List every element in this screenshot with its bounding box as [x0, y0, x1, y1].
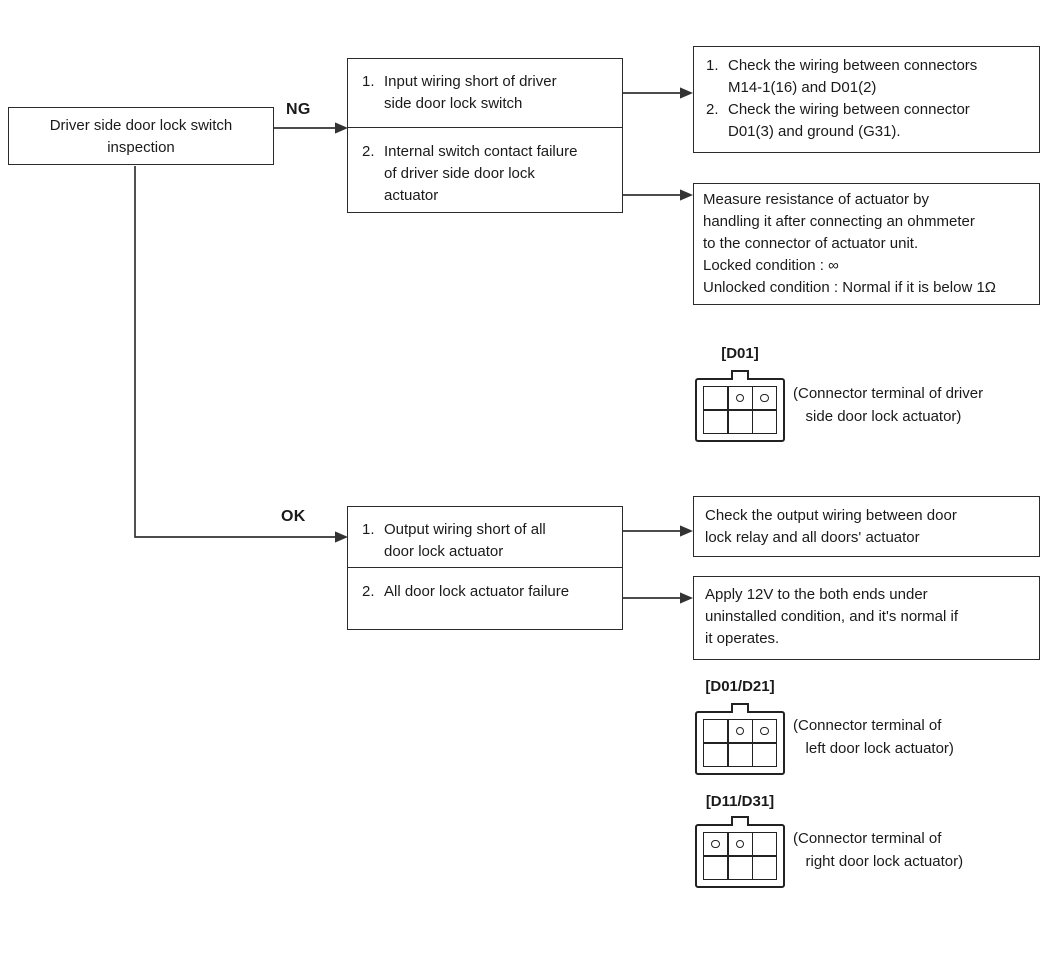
ok-causes-box: 1. Output wiring short of all door lock … — [347, 506, 623, 630]
item-text: Check the wiring between connector D01(3… — [728, 101, 970, 140]
connector-terminal-icon — [695, 370, 785, 442]
item-number: 2. — [362, 583, 375, 600]
list-item: 2. Check the wiring between connector D0… — [706, 99, 1037, 143]
check-wiring-box: 1. Check the wiring between connectors M… — [693, 46, 1040, 153]
connector-caption: (Connector terminal of right door lock a… — [793, 830, 964, 870]
connector-diagram-d11-d31: [D11/D31] (Connector terminal of right d… — [695, 794, 1045, 888]
pin-cell — [704, 833, 727, 856]
connector-label: [D01] — [721, 345, 759, 362]
connector-label: [D01/D21] — [705, 678, 775, 695]
pin-cell — [753, 387, 776, 410]
pin-cell — [728, 410, 752, 433]
list-item: 1. Input wiring short of driver side doo… — [362, 71, 618, 115]
connector-tab — [731, 370, 749, 380]
item-text: All door lock actuator failure — [384, 583, 570, 600]
pin-cell — [753, 410, 776, 433]
connector-terminal-icon — [695, 816, 785, 888]
pin-cell — [753, 833, 776, 856]
pin-cell — [704, 387, 727, 410]
connector-diagram-d01: [D01] (Connector terminal of driver side… — [695, 346, 1045, 442]
item-text: Output wiring short of all door lock act… — [384, 521, 546, 560]
ok-cause2-to-apply-arrow — [623, 592, 693, 604]
start-box-inspection: Driver side door lock switch inspection — [8, 107, 274, 165]
pin-circle — [711, 839, 720, 849]
connector-diagram-d01-d21: [D01/D21] (Connector terminal of left do… — [695, 679, 1045, 775]
item-number: 2. — [362, 143, 375, 160]
item-number: 2. — [706, 101, 719, 118]
pin-cell — [704, 720, 727, 743]
ok-branch-label: OK — [281, 508, 306, 525]
connector-pin-grid — [703, 832, 777, 880]
list-item: 1. Output wiring short of all door lock … — [362, 519, 618, 563]
list-item: 1. Check the wiring between connectors M… — [706, 55, 1037, 99]
item-text: Input wiring short of driver side door l… — [384, 73, 557, 112]
connector-tab — [731, 703, 749, 713]
connector-pin-grid — [703, 386, 777, 434]
connector-caption: (Connector terminal of left door lock ac… — [793, 717, 954, 757]
connector-tab — [731, 816, 749, 826]
pin-cell — [728, 856, 752, 879]
pin-cell — [728, 720, 752, 743]
pin-cell — [704, 856, 727, 879]
ng-cause-2: 2. Internal switch contact failure of dr… — [348, 128, 622, 207]
item-number: 1. — [362, 73, 375, 90]
list-item: 2. Internal switch contact failure of dr… — [362, 141, 618, 207]
ng-cause2-to-measure-arrow — [623, 189, 693, 201]
pin-cell — [753, 720, 776, 743]
pin-circle — [735, 393, 745, 403]
pin-circle — [735, 726, 745, 736]
ng-causes-box: 1. Input wiring short of driver side doo… — [347, 58, 623, 213]
pin-cell — [753, 743, 776, 766]
ng-branch-label: NG — [286, 101, 311, 118]
pin-circle — [735, 839, 745, 849]
pin-circle — [760, 726, 769, 736]
item-text: Check the wiring between connectors M14-… — [728, 57, 978, 96]
pin-cell — [728, 743, 752, 766]
apply-12v-box: Apply 12V to the both ends under uninsta… — [693, 576, 1040, 660]
pin-cell — [704, 410, 727, 433]
connector-caption: (Connector terminal of driver side door … — [793, 385, 984, 425]
pin-cell — [704, 743, 727, 766]
ok-cause-1: 1. Output wiring short of all door lock … — [348, 507, 622, 568]
item-text: Internal switch contact failure of drive… — [384, 143, 578, 204]
ng-arrow — [274, 122, 348, 134]
list-item: 2. All door lock actuator failure — [362, 581, 618, 603]
check-output-wiring-box: Check the output wiring between door loc… — [693, 496, 1040, 557]
item-number: 1. — [706, 57, 719, 74]
pin-cell — [728, 833, 752, 856]
pin-cell — [728, 387, 752, 410]
connector-label: [D11/D31] — [705, 793, 775, 810]
ng-cause1-to-check-wiring-arrow — [623, 87, 693, 99]
connector-terminal-icon — [695, 703, 785, 775]
ok-branch-line-and-arrow — [134, 166, 348, 543]
pin-cell — [753, 856, 776, 879]
measure-resistance-box: Measure resistance of actuator by handli… — [693, 183, 1040, 305]
ok-cause1-to-check-output-arrow — [623, 525, 693, 537]
ng-cause-1: 1. Input wiring short of driver side doo… — [348, 59, 622, 128]
item-number: 1. — [362, 521, 375, 538]
pin-circle — [760, 393, 769, 403]
ok-cause-2: 2. All door lock actuator failure — [348, 568, 622, 603]
connector-pin-grid — [703, 719, 777, 767]
